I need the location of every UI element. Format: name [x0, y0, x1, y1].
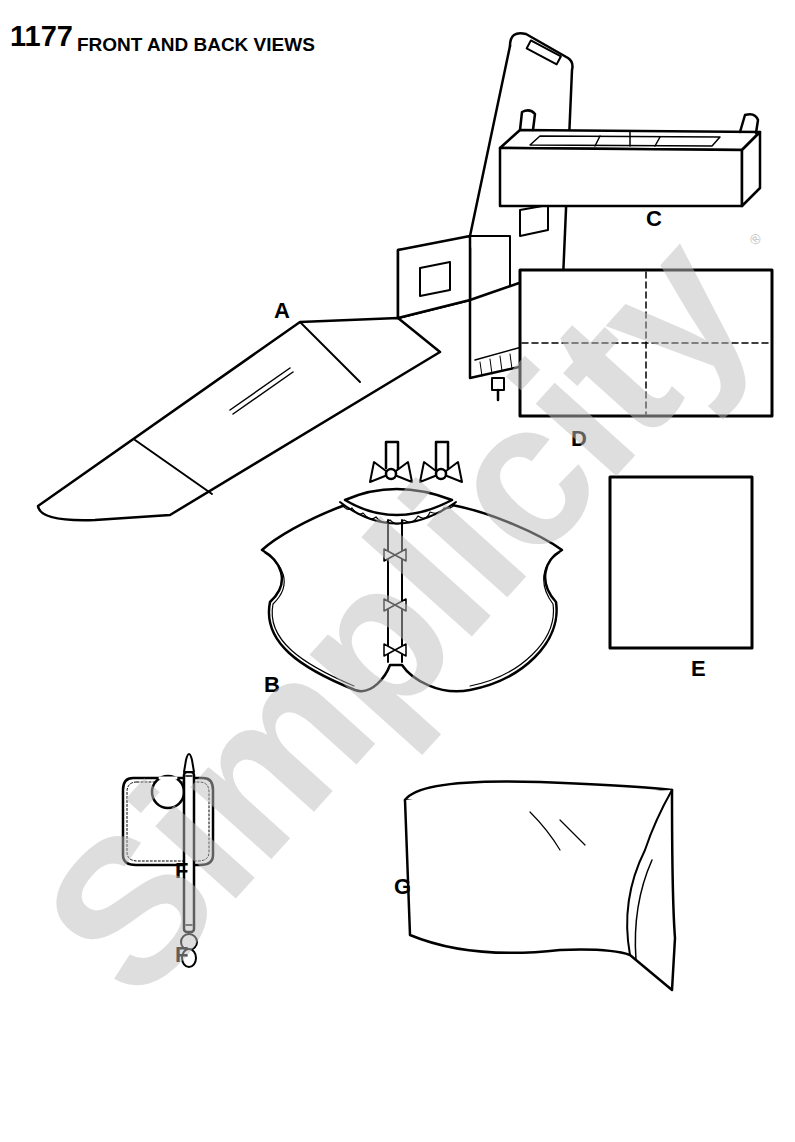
- view-letter: G: [394, 876, 411, 898]
- watermark-mark: ®: [747, 230, 764, 247]
- organizer-basket: [500, 110, 760, 206]
- view-title: FRONT AND BACK VIEWS: [77, 35, 315, 54]
- pattern-number: 1177: [10, 22, 73, 51]
- swaddle-blanket: [405, 781, 675, 990]
- view-letter: E: [691, 658, 706, 680]
- view-letter: A: [274, 300, 290, 322]
